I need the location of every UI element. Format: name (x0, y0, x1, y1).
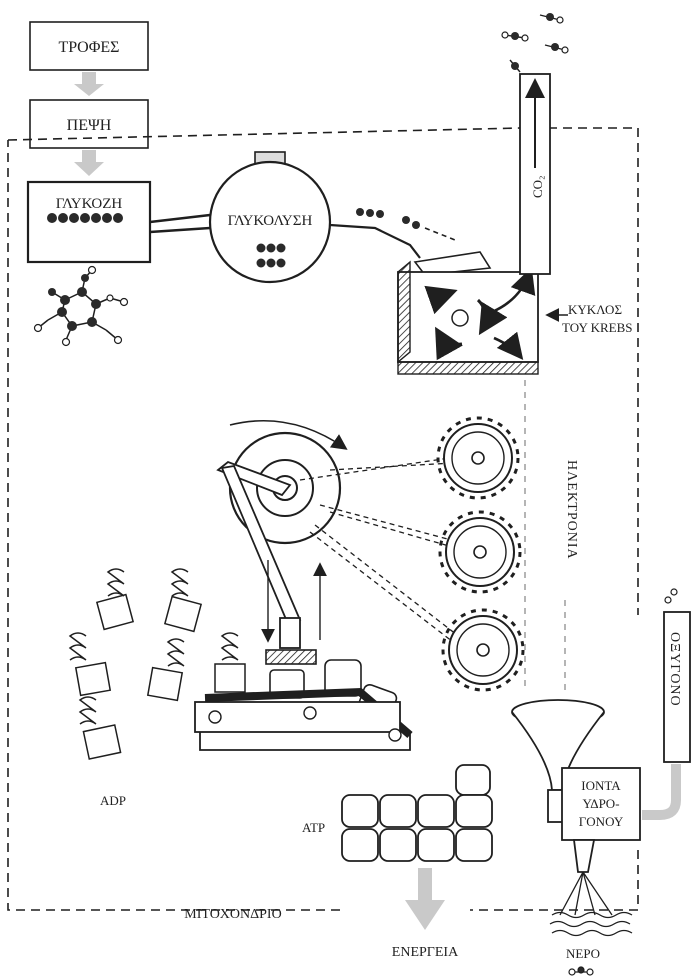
glucose-molecule-icon (38, 270, 124, 340)
grey-arrow-1 (74, 72, 104, 96)
co2-molecules-icon (502, 13, 568, 72)
oxygen-label: ΟΞΥΓΟΝΟ (667, 632, 682, 707)
funnel-apparatus (512, 700, 640, 872)
electrons-label: ΗΛΕΚΤΡΟΝΙΑ (564, 460, 579, 560)
adp-molecules-icon (70, 569, 201, 759)
atp-label: ATP (302, 820, 325, 835)
glycolysis-label: ΓΛΥΚΟΛΥΣΗ (228, 213, 313, 229)
press-head (266, 650, 316, 664)
glycolysis-sphere: ΓΛΥΚΟΛΥΣΗ (210, 152, 330, 282)
digestion-box: ΠΕΨΗ (30, 100, 148, 148)
water-label: ΝΕΡΟ (566, 946, 600, 961)
co2-label: CO₂ (530, 175, 545, 198)
gear-wheel-3 (443, 610, 523, 690)
glucose-box: ΓΛΥΚΟΖΗ (28, 182, 150, 262)
energy-arrow-icon (405, 868, 445, 930)
hydrogen-ions-line3: ΓΟΝΟΥ (579, 814, 624, 829)
hydrogen-ions-line1: ΙΟΝΤΑ (581, 778, 621, 793)
atp-molecules-icon (342, 765, 492, 861)
krebs-label-line1: ΚΥΚΛΟΣ (568, 302, 622, 317)
glucose-label: ΓΛΥΚΟΖΗ (56, 196, 123, 212)
digestion-label: ΠΕΨΗ (67, 117, 112, 134)
gear-wheel-2 (440, 512, 520, 592)
energy-label: ΕΝΕΡΓΕΙΑ (392, 945, 459, 960)
krebs-label-line2: ΤΟΥ KREBS (562, 320, 633, 335)
oxygen-box: ΟΞΥΓΟΝΟ (664, 612, 690, 762)
gear-wheel-1 (438, 418, 518, 498)
electron-flow-dashes (525, 380, 565, 690)
water-molecule-icon (569, 967, 593, 975)
hydrogen-ions-line2: ΥΔΡΟ- (582, 796, 619, 811)
water-waves-icon (550, 872, 632, 936)
mitochondrion-label: ΜΙΤΟΧΟΝΔΡΙΟ (184, 907, 281, 922)
food-box: ΤΡΟΦΕΣ (30, 22, 148, 70)
krebs-cycle-box (398, 252, 538, 374)
adp-label: ADP (100, 793, 126, 808)
co2-chimney: CO₂ (520, 74, 550, 274)
food-label: ΤΡΟΦΕΣ (58, 39, 119, 56)
grey-arrow-2 (74, 150, 104, 176)
